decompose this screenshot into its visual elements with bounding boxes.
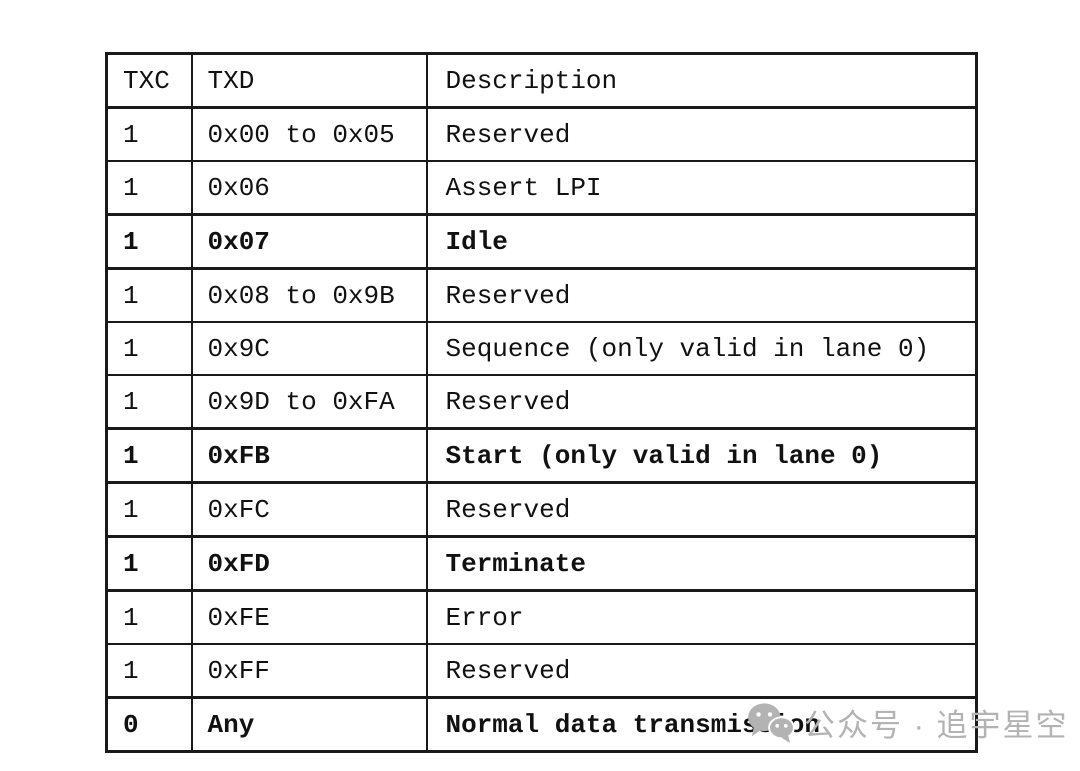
- column-header-txd: TXD: [190, 52, 428, 109]
- cell-description: Start (only valid in lane 0): [425, 427, 978, 484]
- table-header-row: TXC TXD Description: [105, 52, 978, 109]
- cell-description: Reserved: [425, 374, 978, 430]
- column-header-txc: TXC: [105, 52, 193, 109]
- table-row: 1 0x9D to 0xFA Reserved: [105, 374, 978, 430]
- cell-txd: 0xFD: [190, 535, 428, 592]
- table-row: 0 Any Normal data transmission: [105, 696, 978, 753]
- cell-txc: 1: [105, 643, 193, 699]
- cell-txd: 0x9D to 0xFA: [190, 374, 428, 430]
- wechat-icon: [746, 702, 796, 744]
- cell-txd: 0xFF: [190, 643, 428, 699]
- table-row: 1 0xFE Error: [105, 589, 978, 645]
- watermark-text: 公众号 · 追宇星空: [804, 708, 1069, 743]
- table-row: 1 0xFC Reserved: [105, 481, 978, 538]
- cell-txc: 0: [105, 696, 193, 753]
- table-row: 1 0x08 to 0x9B Reserved: [105, 267, 978, 323]
- table-row: 1 0x07 Idle: [105, 213, 978, 270]
- cell-description: Reserved: [425, 481, 978, 538]
- cell-description: Reserved: [425, 106, 978, 162]
- cell-txc: 1: [105, 535, 193, 592]
- cell-txd: 0xFB: [190, 427, 428, 484]
- watermark: 公众号 · 追宇星空: [746, 700, 1069, 745]
- cell-txc: 1: [105, 481, 193, 538]
- cell-description: Idle: [425, 213, 978, 270]
- cell-txc: 1: [105, 374, 193, 430]
- cell-description: Assert LPI: [425, 160, 978, 216]
- cell-description: Reserved: [425, 267, 978, 323]
- cell-txc: 1: [105, 213, 193, 270]
- table-row: 1 0xFD Terminate: [105, 535, 978, 592]
- cell-txd: 0xFE: [190, 589, 428, 645]
- cell-txc: 1: [105, 427, 193, 484]
- cell-txd: 0x08 to 0x9B: [190, 267, 428, 323]
- cell-txc: 1: [105, 106, 193, 162]
- cell-txc: 1: [105, 589, 193, 645]
- txc-txd-description-table: TXC TXD Description 1 0x00 to 0x05 Reser…: [105, 52, 978, 753]
- table-row: 1 0x06 Assert LPI: [105, 160, 978, 216]
- table-body: 1 0x00 to 0x05 Reserved 1 0x06 Assert LP…: [105, 106, 978, 753]
- cell-txc: 1: [105, 160, 193, 216]
- cell-txd: 0xFC: [190, 481, 428, 538]
- cell-txc: 1: [105, 321, 193, 376]
- table-row: 1 0xFB Start (only valid in lane 0): [105, 427, 978, 484]
- cell-txd: 0x9C: [190, 321, 428, 376]
- table-row: 1 0x9C Sequence (only valid in lane 0): [105, 321, 978, 376]
- cell-txc: 1: [105, 267, 193, 323]
- cell-txd: 0x06: [190, 160, 428, 216]
- table-row: 1 0x00 to 0x05 Reserved: [105, 106, 978, 162]
- cell-txd: 0x07: [190, 213, 428, 270]
- table-row: 1 0xFF Reserved: [105, 643, 978, 699]
- cell-txd: 0x00 to 0x05: [190, 106, 428, 162]
- column-header-description: Description: [425, 52, 978, 109]
- cell-txd: Any: [190, 696, 428, 753]
- cell-description: Error: [425, 589, 978, 645]
- cell-description: Sequence (only valid in lane 0): [425, 321, 978, 376]
- table-header: TXC TXD Description: [105, 52, 978, 109]
- cell-description: Terminate: [425, 535, 978, 592]
- cell-description: Reserved: [425, 643, 978, 699]
